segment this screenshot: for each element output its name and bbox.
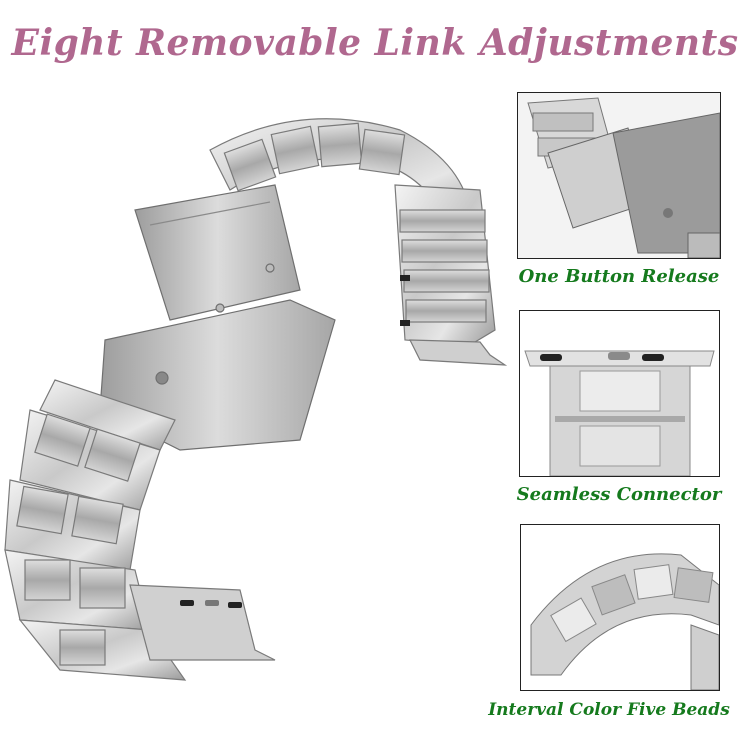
- detail-clasp-frame: [517, 92, 721, 259]
- caption-one-button-release: One Button Release: [518, 266, 720, 287]
- caption-interval-color: Interval Color Five Beads: [488, 700, 730, 720]
- detail-links-frame: [520, 524, 720, 691]
- band-photo: [0, 90, 520, 710]
- band-illustration: [4, 118, 508, 681]
- caption-seamless-connector: Seamless Connector: [516, 484, 722, 505]
- links-detail-image: [521, 525, 719, 690]
- lower-strap: [4, 379, 276, 681]
- headline: Eight Removable Link Adjustments: [11, 22, 739, 64]
- clasp-upper: [134, 184, 301, 321]
- clasp-plate: [99, 299, 336, 451]
- clasp-detail-image: [518, 93, 720, 258]
- detail-connector-frame: [519, 310, 720, 477]
- connector-detail-image: [520, 311, 719, 476]
- upper-strap: [209, 118, 508, 366]
